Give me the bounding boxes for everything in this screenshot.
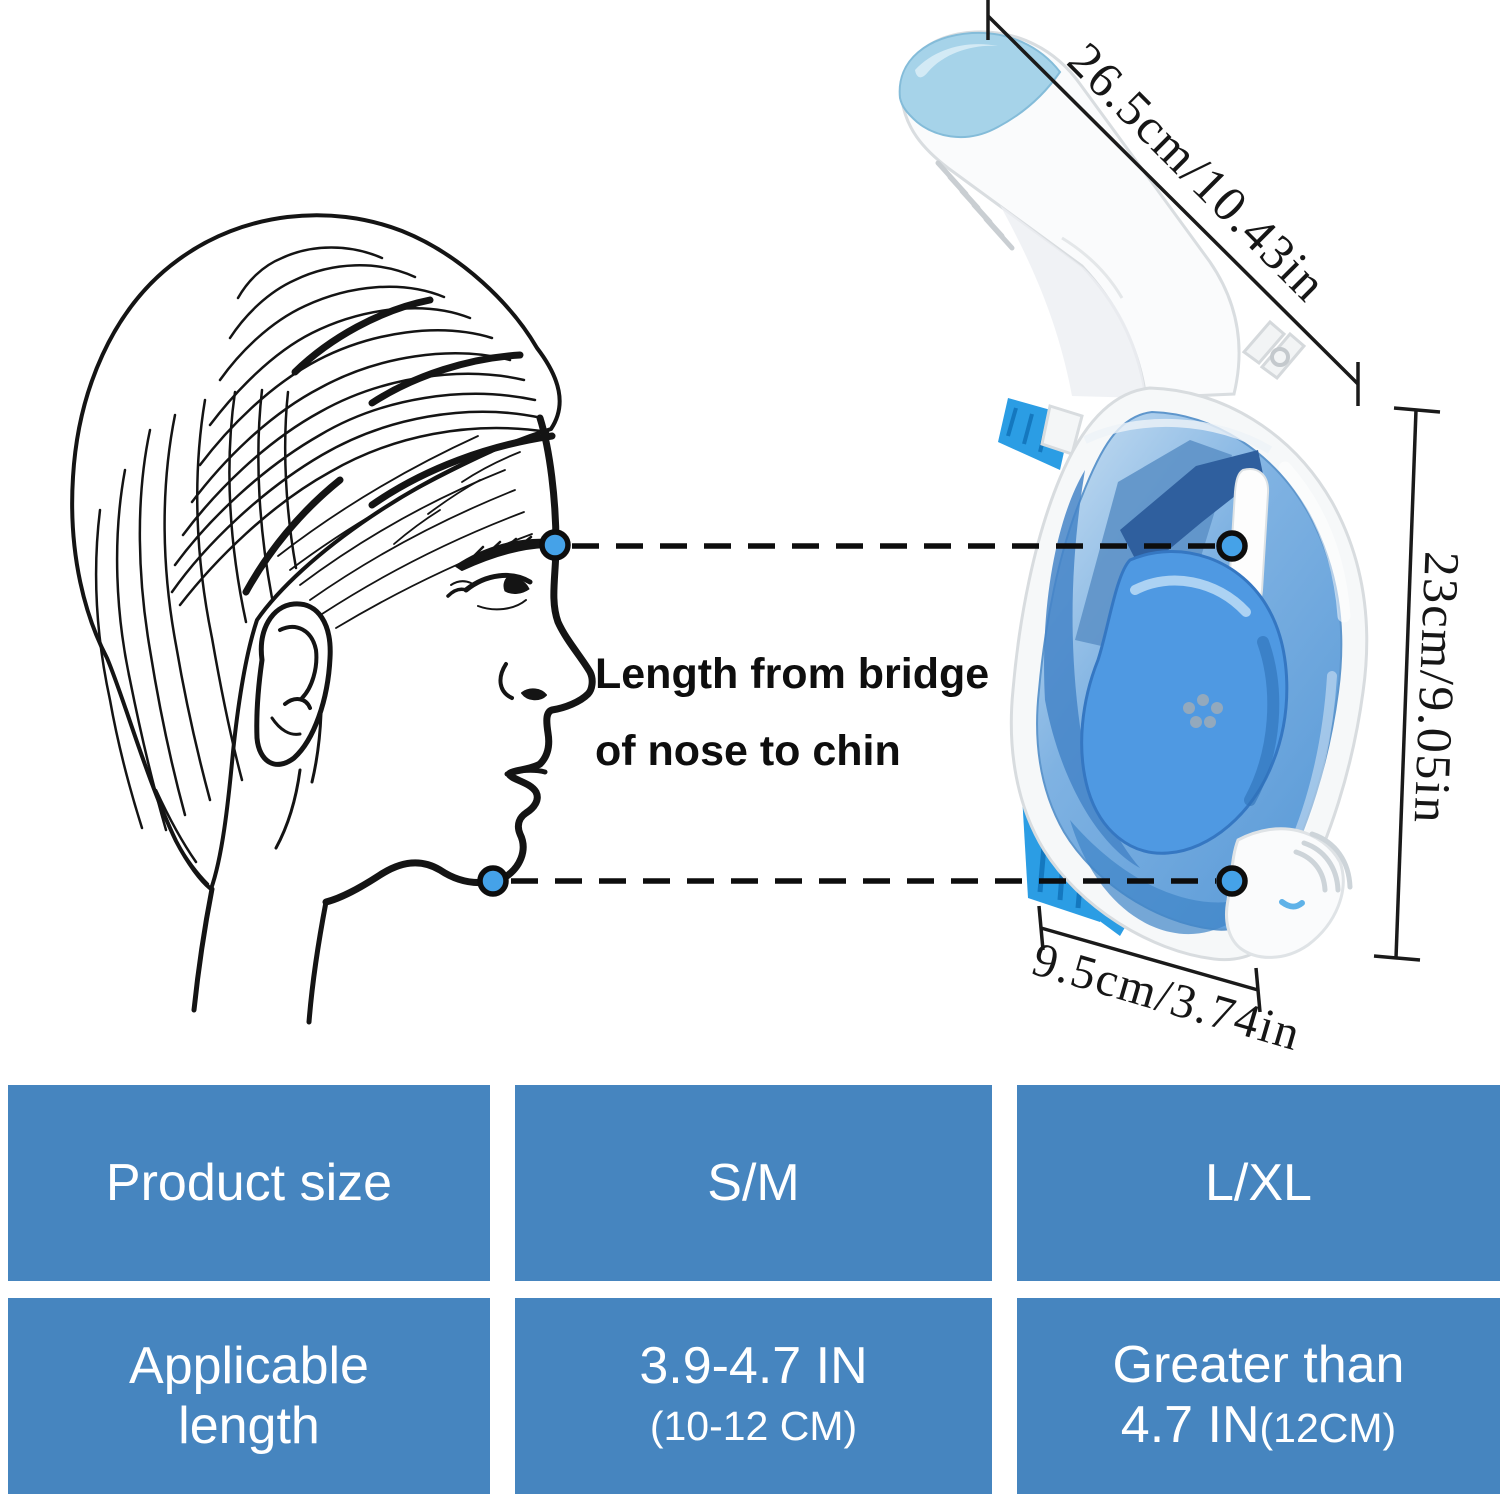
snorkel-ridges bbox=[935, 160, 1015, 251]
mouth-line bbox=[504, 767, 548, 777]
sm-range-paren: (10-12 CM) bbox=[649, 1403, 858, 1449]
dimension-lines bbox=[986, 0, 1441, 1013]
jaw-line bbox=[322, 859, 497, 906]
ear bbox=[254, 601, 333, 767]
lxl-range-paren: (12CM) bbox=[1259, 1404, 1397, 1451]
mask-height-label: 23cm/9.05in bbox=[1403, 550, 1471, 826]
nose-details bbox=[498, 662, 547, 701]
applicable-length-line1: Applicable bbox=[129, 1337, 369, 1395]
dim-line-mask-width bbox=[1040, 926, 1259, 992]
size-sm-label: S/M bbox=[707, 1154, 800, 1212]
chin-purge-valve bbox=[1225, 827, 1353, 959]
table-cell-product-size: Product size bbox=[8, 1085, 490, 1281]
lxl-range-value: 4.7 IN bbox=[1120, 1395, 1260, 1454]
bridge-dot-face bbox=[539, 529, 571, 561]
measure-point-dots bbox=[477, 529, 1248, 897]
table-cell-sm-range: 3.9-4.7 IN (10-12 CM) bbox=[515, 1298, 992, 1494]
hair-strands-back bbox=[94, 388, 298, 886]
cup-vent-holes bbox=[1183, 694, 1223, 728]
note-line-2: of nose to chin bbox=[595, 727, 901, 775]
sm-range-value: 3.9-4.7 IN bbox=[639, 1337, 868, 1395]
size-lxl-label: L/XL bbox=[1205, 1154, 1312, 1212]
dim-line-snorkel bbox=[986, 14, 1360, 386]
chin-dot-mask bbox=[1216, 865, 1248, 897]
hair-clump-accents bbox=[242, 296, 556, 596]
bridge-dot-mask bbox=[1216, 530, 1248, 562]
neck-back-line bbox=[191, 886, 215, 1013]
eyebrow bbox=[455, 535, 552, 571]
lxl-range-line2: 4.7 IN(12CM) bbox=[1121, 1395, 1396, 1458]
face-profile-line bbox=[489, 414, 596, 885]
chin-dot-face bbox=[477, 865, 509, 897]
camera-mount-bracket bbox=[1241, 319, 1307, 381]
eye bbox=[446, 573, 533, 611]
dim-line-mask-height bbox=[1394, 409, 1418, 959]
applicable-length-line2: length bbox=[178, 1397, 320, 1455]
head-illustration bbox=[70, 213, 596, 1025]
measure-dashed-lines bbox=[511, 543, 1216, 884]
table-cell-lxl-range: Greater than 4.7 IN(12CM) bbox=[1017, 1298, 1500, 1494]
table-cell-applicable-length: Applicable length bbox=[8, 1298, 490, 1494]
snorkel-tube-illustration bbox=[898, 30, 1307, 400]
product-size-label: Product size bbox=[105, 1154, 393, 1212]
lxl-range-line1: Greater than bbox=[1112, 1335, 1405, 1394]
note-line-1: Length from bridge bbox=[595, 650, 990, 698]
neck-front-line bbox=[306, 899, 329, 1025]
table-cell-size-lxl: L/XL bbox=[1017, 1085, 1500, 1281]
mask-illustration bbox=[998, 386, 1369, 962]
table-cell-size-sm: S/M bbox=[515, 1085, 992, 1281]
